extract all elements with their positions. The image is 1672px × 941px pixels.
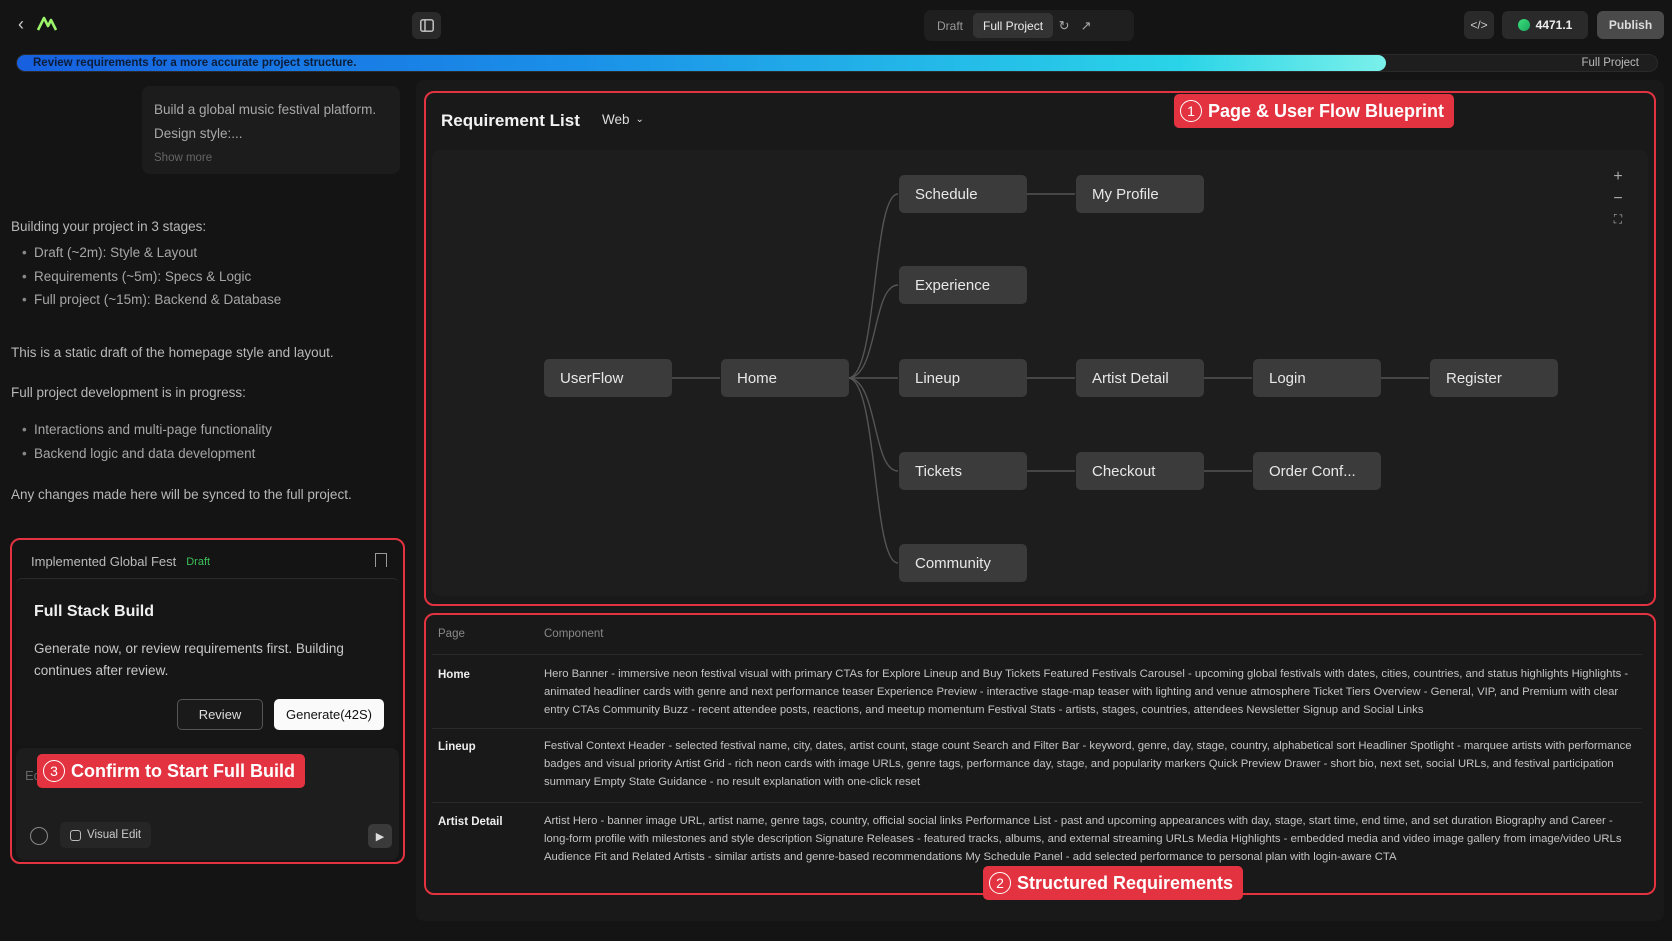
review-button[interactable]: Review xyxy=(177,699,263,730)
flow-node-checkout[interactable]: Checkout xyxy=(1076,452,1204,490)
callout-text: Structured Requirements xyxy=(1017,872,1234,893)
table-row-page: Lineup xyxy=(438,741,476,753)
credit-coin-icon xyxy=(1517,19,1530,31)
list-item: Interactions and multi-page functionalit… xyxy=(22,418,272,442)
app-logo[interactable] xyxy=(36,13,58,35)
platform-select[interactable]: Web ⌄ xyxy=(602,112,644,127)
list-item: Draft (~2m): Style & Layout xyxy=(22,241,281,265)
callout-flow-blueprint: 1 Page & User Flow Blueprint xyxy=(1174,94,1455,128)
chat-input-placeholder: Ed xyxy=(25,768,41,783)
list-item: Requirements (~5m): Specs & Logic xyxy=(22,265,281,289)
callout-confirm-build: 3 Confirm to Start Full Build xyxy=(37,754,305,788)
list-item: Backend logic and data development xyxy=(22,442,272,466)
progress-list: Interactions and multi-page functionalit… xyxy=(22,418,272,465)
stages-list: Draft (~2m): Style & Layout Requirements… xyxy=(22,241,281,312)
requirement-list-title: Requirement List xyxy=(441,111,580,130)
zoom-out-icon[interactable]: − xyxy=(1613,190,1623,207)
table-row-page: Artist Detail xyxy=(438,816,503,828)
send-icon[interactable]: ▶ xyxy=(368,824,392,848)
visual-edit-label: Visual Edit xyxy=(87,829,142,841)
flow-node-community[interactable]: Community xyxy=(899,544,1027,582)
callout-number: 3 xyxy=(43,760,65,782)
progress-stage-label: Full Project xyxy=(1581,57,1639,69)
status-badge: Draft xyxy=(186,555,211,568)
prompt-line: Build a global music festival platform. xyxy=(154,102,377,117)
callout-number: 2 xyxy=(989,872,1011,894)
platform-value: Web xyxy=(602,112,630,127)
flow-node-experience[interactable]: Experience xyxy=(899,266,1027,304)
code-icon[interactable]: </> xyxy=(1464,11,1494,39)
flow-node-lineup[interactable]: Lineup xyxy=(899,359,1027,397)
table-divider xyxy=(432,802,1642,803)
table-header-page: Page xyxy=(438,628,465,640)
table-row-component: Festival Context Header - selected festi… xyxy=(544,740,1632,788)
flow-node-home[interactable]: Home xyxy=(721,359,849,397)
open-external-icon[interactable]: ↗ xyxy=(1080,17,1092,33)
static-draft-note: This is a static draft of the homepage s… xyxy=(11,345,334,360)
refresh-icon[interactable]: ↻ xyxy=(1058,17,1070,33)
tab-draft[interactable]: Draft xyxy=(937,18,964,33)
build-header-title: Implemented Global Fest xyxy=(31,554,177,569)
flow-node-tickets[interactable]: Tickets xyxy=(899,452,1027,490)
progress-intro: Full project development is in progress: xyxy=(11,385,246,400)
visual-edit-button[interactable]: Visual Edit xyxy=(60,822,152,848)
list-item: Full project (~15m): Backend & Database xyxy=(22,288,281,312)
callout-structured-requirements: 2 Structured Requirements xyxy=(983,866,1244,900)
credits-value: 4471.1 xyxy=(1535,18,1573,32)
flow-node-schedule[interactable]: Schedule xyxy=(899,175,1027,213)
sync-note: Any changes made here will be synced to … xyxy=(11,487,352,502)
table-row-component: Hero Banner - immersive neon festival vi… xyxy=(544,668,1629,716)
show-more-link[interactable]: Show more xyxy=(154,152,213,164)
chevron-down-icon: ⌄ xyxy=(635,114,644,125)
progress-fill xyxy=(17,55,1387,71)
visual-edit-icon xyxy=(70,829,81,841)
top-bar: ‹ Draft Full Project ↻ ↗ </> 4471.1 Publ… xyxy=(0,0,1672,50)
callout-text: Confirm to Start Full Build xyxy=(71,760,295,781)
prompt-line: Design style:... xyxy=(154,126,243,141)
history-icon[interactable] xyxy=(30,827,48,845)
build-confirm-box: Implemented Global Fest Draft Full Stack… xyxy=(10,538,405,864)
chat-panel: Build a global music festival platform. … xyxy=(0,80,410,941)
publish-button[interactable]: Publish xyxy=(1597,11,1664,39)
build-header: Implemented Global Fest Draft xyxy=(31,554,210,569)
table-row-page: Home xyxy=(438,669,470,681)
build-card: Full Stack Build Generate now, or review… xyxy=(16,578,399,746)
flow-node-artist-detail[interactable]: Artist Detail xyxy=(1076,359,1204,397)
zoom-in-icon[interactable]: + xyxy=(1613,168,1623,185)
flow-highlight-box xyxy=(424,91,1656,606)
build-title: Full Stack Build xyxy=(34,603,155,620)
build-description: Generate now, or review requirements fir… xyxy=(34,641,344,678)
flow-node-login[interactable]: Login xyxy=(1253,359,1381,397)
callout-text: Page & User Flow Blueprint xyxy=(1208,100,1445,121)
user-prompt-card: Build a global music festival platform. … xyxy=(142,86,400,174)
callout-number: 1 xyxy=(1180,100,1202,122)
generate-button[interactable]: Generate(42S) xyxy=(274,699,384,730)
tab-full-project[interactable]: Full Project xyxy=(973,13,1054,38)
stages-intro: Building your project in 3 stages: xyxy=(11,219,207,234)
bookmark-icon[interactable] xyxy=(375,553,387,567)
chevron-left-icon[interactable]: ‹ xyxy=(18,14,24,34)
progress-message: Review requirements for a more accurate … xyxy=(33,57,357,69)
flow-node-order-confirmation[interactable]: Order Conf... xyxy=(1253,452,1381,490)
credits-badge[interactable]: 4471.1 xyxy=(1502,11,1588,39)
flow-node-my-profile[interactable]: My Profile xyxy=(1076,175,1204,213)
sidebar-toggle-icon[interactable] xyxy=(412,12,441,39)
table-row-component: Artist Hero - banner image URL, artist n… xyxy=(544,815,1622,863)
fit-view-icon[interactable]: ⛶ xyxy=(1613,212,1623,226)
zoom-controls: + − ⛶ xyxy=(1606,168,1630,240)
progress-bar: Review requirements for a more accurate … xyxy=(16,54,1658,72)
table-divider xyxy=(432,728,1642,729)
flow-node-register[interactable]: Register xyxy=(1430,359,1558,397)
mode-switch: Draft Full Project ↻ ↗ xyxy=(924,10,1134,41)
table-header-component: Component xyxy=(544,628,604,640)
flow-node-userflow[interactable]: UserFlow xyxy=(544,359,672,397)
table-divider xyxy=(432,654,1642,655)
